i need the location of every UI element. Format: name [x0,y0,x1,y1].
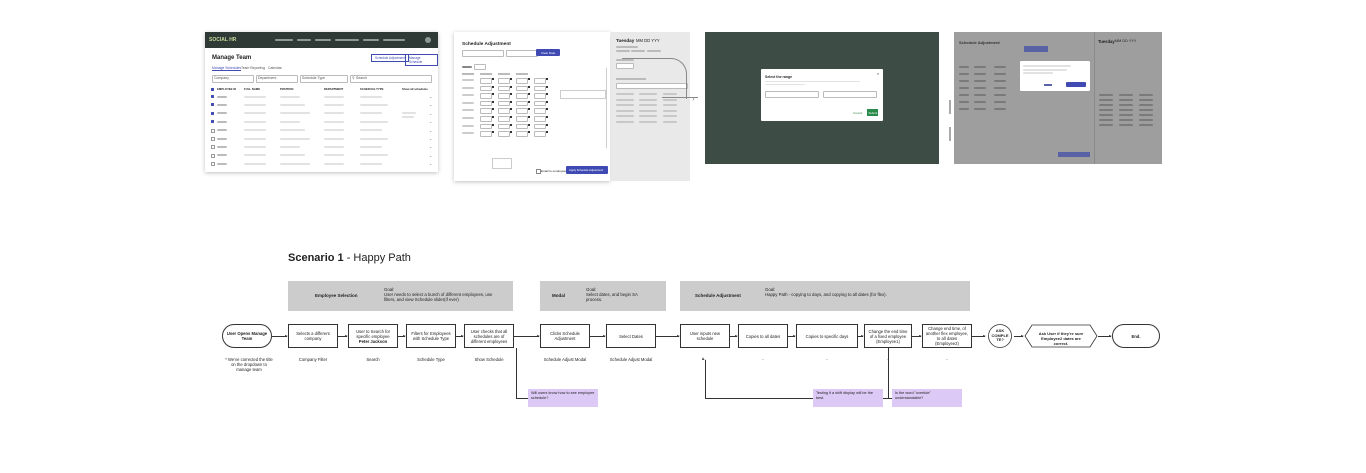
sa-title: Schedule Adjustment [462,42,511,47]
table-row [217,95,227,98]
label-schedule-type: Schedule Type [417,357,445,362]
node-ask-complete: ASK COMPLE TE? [986,324,1014,348]
row-checkbox [211,103,214,107]
chevron-down-icon: ⌄ [429,94,433,99]
chevron-down-icon: ⌄ [429,152,433,158]
band-schedule-adjustment: Schedule Adjustment Goal: Happy Path - c… [680,281,970,311]
note-shift-display: Testing if a shift display will be the b… [813,389,883,407]
apply-schedule-adjustment-button[interactable] [566,166,608,174]
note-employee-schedule: Will users know how to see employee sche… [528,389,598,407]
flow-arrow [662,97,698,98]
tab-calendar[interactable]: Calendar [268,66,282,70]
email-checkbox[interactable] [536,169,541,174]
row-checkbox [211,153,215,158]
node-user-opens-manage-team: User Opens Manage Team [222,324,272,348]
node-selects-company: Selects a different company [288,324,338,348]
confirm-dialog [1020,61,1090,91]
select-range-frame: Select the range × Cancel Submit [705,32,939,164]
node-filter-schedule-type: Filters for Employees with Schedule Type [406,324,456,348]
label-schedule-adjust-modal: Schedule Adjust Modal [543,357,587,362]
list-item [462,86,474,89]
tab-manage-schedules[interactable]: Manage Schedules [212,66,242,71]
row-checkbox [211,120,214,124]
row-checkbox [211,162,215,167]
chevron-down-icon: ⌄ [429,119,433,125]
chevron-down-icon: ⌄ [429,161,433,167]
node-ask-user-confirm: Ask User if they're sure Employee2 dates… [1024,324,1098,348]
start-date-input[interactable] [765,91,819,98]
company-filter[interactable] [212,75,254,83]
row-checkbox [211,95,214,98]
chevron-down-icon: ⌄ [429,110,433,116]
table-row [217,120,227,123]
node-clicks-schedule-adjustment: Clicks Schedule Adjustment [540,324,590,348]
table-row [217,162,227,165]
list-item [462,94,474,97]
avatar[interactable] [425,37,431,43]
list-item [462,79,474,81]
node-end: End. [1112,324,1160,348]
table-row [217,137,227,140]
list-item [462,101,474,104]
scenario-title: Scenario 1 - Happy Path [288,252,411,264]
chevron-down-icon: ⌄ [429,102,433,108]
chevron-down-icon: ⌄ [429,127,433,133]
search-input[interactable] [350,75,432,83]
table-row [217,129,227,132]
chevron-down-icon: ⌄ [429,136,433,141]
end-date-input[interactable] [823,91,877,98]
close-icon[interactable]: × [877,71,880,76]
table-row [217,145,227,148]
row-checkbox [211,145,215,150]
manage-team-frame: SOCIAL HR Manage Team Manage Schedules T… [205,32,438,172]
department-filter[interactable] [256,75,298,83]
page-title: Manage Team [212,55,252,61]
list-item [462,117,474,119]
select-range-modal: Select the range × Cancel Submit [761,69,883,121]
label-company-filter: Company Filter [298,357,328,362]
label-show-schedule: Show Schedule [474,357,504,362]
list-item [462,109,474,112]
label-search: Search [366,357,380,362]
band-modal: Modal Goal: Select dates, and begin SA p… [540,281,666,311]
node-input-schedule: User inputs new schedule [680,324,730,348]
manage-schedule-button[interactable]: Manage Schedule [405,54,438,66]
app-logo: SOCIAL HR [209,37,237,43]
schedule-adjustment-button[interactable]: Schedule Adjustment [371,54,409,62]
clear-date-button[interactable] [536,49,560,56]
table-row [217,154,227,157]
search-icon: ⚲ [352,76,355,80]
row-checkbox [211,128,215,133]
label-start-note: * We've corrected the title on the dropd… [225,357,273,372]
chevron-down-icon: ⌄ [429,144,433,150]
list-item [462,124,474,127]
confirm-frame: Schedule Adjustment Tuesday MM DD YYY [954,32,1162,164]
row-checkbox [211,111,214,115]
node-change-end-time-flex: Change end time, of another flex employe… [922,324,972,348]
table-header: EMPLOYEE ID FULL NAME POSITION DEPARTMEN… [210,87,435,93]
submit-button[interactable]: Submit [867,109,878,116]
tab-team-reporting[interactable]: Team Reporting [241,66,265,70]
label-schedule-adjust-modal-2: Schedule Adjust Modal [609,357,653,362]
node-change-end-time-fixed: Change the end time of a fixed employee … [864,324,912,348]
sa-placeholder [492,158,512,169]
row-checkbox [211,137,215,141]
band-employee-selection: Employee Selection Goal: User needs to s… [288,281,513,311]
cancel-button[interactable]: Cancel [853,111,863,115]
list-item [462,132,474,135]
node-select-dates: Select Dates [606,324,656,348]
sa-side-panel: Tuesday MM DD YYY [611,32,690,181]
table-row [217,112,227,115]
schedule-type-filter[interactable] [300,75,348,83]
node-check-schedules: User checks that all schedules are of di… [464,324,514,348]
note-overtide-word: Is the word "overtide" understandable? [892,389,962,407]
node-copies-all-dates: Copies to all dates [738,324,788,348]
node-copies-specific-days: Copies to specific days [796,324,858,348]
schedule-adjustment-frame: Schedule Adjustment Clear Date Email to … [454,32,610,181]
table-row [217,103,227,106]
flow-arrow [622,58,687,99]
